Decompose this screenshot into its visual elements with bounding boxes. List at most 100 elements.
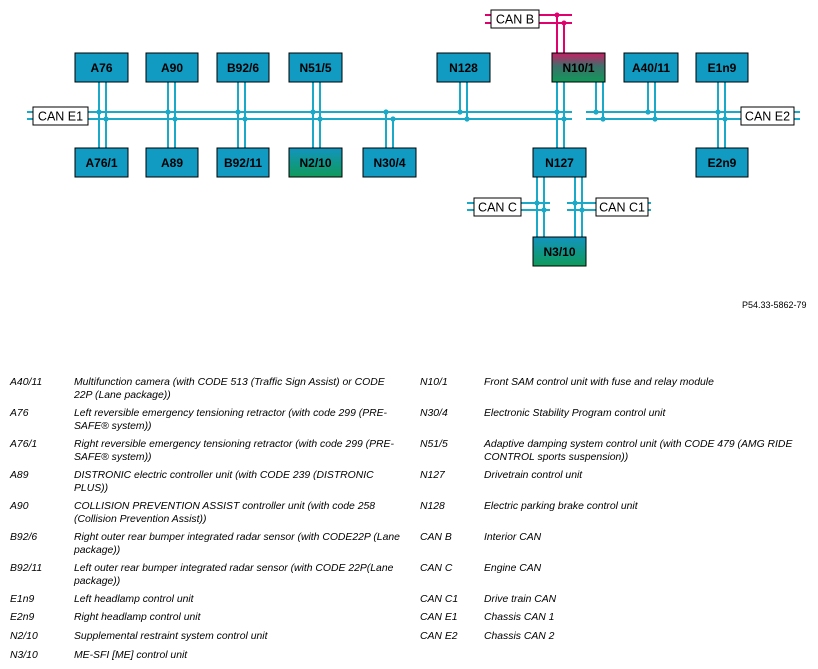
- legend-code: CAN E2: [420, 631, 458, 642]
- legend-row: N3/10 ME-SFI [ME] control unit: [10, 650, 404, 663]
- svg-text:A76: A76: [90, 61, 112, 75]
- legend-description: Supplemental restraint system control un…: [74, 631, 268, 642]
- legend-code: N128: [420, 501, 445, 512]
- svg-text:CAN C: CAN C: [478, 201, 517, 215]
- can-e2-label: CAN E2: [740, 106, 795, 126]
- legend-description: Left reversible emergency tensioning ret…: [74, 408, 388, 432]
- legend-code: N3/10: [10, 650, 38, 661]
- legend-description: Left outer rear bumper integrated radar …: [74, 563, 394, 587]
- legend-description: Chassis CAN 1: [484, 612, 555, 623]
- module-b92-6: B92/6: [216, 52, 270, 83]
- svg-text:N2/10: N2/10: [299, 156, 331, 170]
- legend-row: N127 Drivetrain control unit: [420, 470, 804, 483]
- module-n3-10: N3/10: [532, 236, 587, 267]
- can-e1-bus: [27, 111, 572, 120]
- legend-description: Right headlamp control unit: [74, 612, 201, 623]
- legend-code: A40/11: [10, 377, 43, 388]
- legend-code: N10/1: [420, 377, 448, 388]
- legend-row: CAN C1 Drive train CAN: [420, 594, 804, 607]
- legend-row: CAN E1 Chassis CAN 1: [420, 612, 804, 625]
- svg-text:N127: N127: [545, 156, 574, 170]
- legend-description: Electronic Stability Program control uni…: [484, 408, 666, 419]
- module-a89: A89: [145, 147, 199, 178]
- legend-code: N30/4: [420, 408, 448, 419]
- can-network-diagram: CAN B CAN E1 CAN E2 CAN C CAN C1 A76 A90…: [27, 9, 800, 267]
- module-e1n9: E1n9: [695, 52, 749, 83]
- svg-text:A76/1: A76/1: [85, 156, 117, 170]
- legend-code: A76: [10, 408, 29, 419]
- legend-description: Adaptive damping system control unit (wi…: [484, 439, 793, 463]
- svg-text:CAN E2: CAN E2: [745, 110, 790, 124]
- can-c1-label: CAN C1: [595, 197, 649, 217]
- legend-description: Interior CAN: [484, 532, 542, 543]
- svg-text:A89: A89: [161, 156, 183, 170]
- svg-text:N128: N128: [449, 61, 478, 75]
- legend-description: Electric parking brake control unit: [484, 501, 638, 512]
- legend-code: N127: [420, 470, 445, 481]
- legend-description: Engine CAN: [484, 563, 542, 574]
- legend-code: A90: [10, 501, 29, 512]
- legend-code: CAN C1: [420, 594, 459, 605]
- svg-text:B92/6: B92/6: [227, 61, 259, 75]
- legend-code: B92/11: [10, 563, 43, 574]
- module-e2n9: E2n9: [695, 147, 749, 178]
- svg-text:B92/11: B92/11: [224, 156, 262, 170]
- module-a76: A76: [74, 52, 129, 83]
- svg-text:N10/1: N10/1: [562, 61, 594, 75]
- module-n30-4: N30/4: [362, 147, 417, 178]
- legend-code: B92/6: [10, 532, 38, 543]
- legend-row: N128 Electric parking brake control unit: [420, 501, 804, 514]
- figure-reference: P54.33-5862-79: [742, 300, 807, 310]
- legend-row: E1n9 Left headlamp control unit: [10, 594, 404, 607]
- can-b-label: CAN B: [490, 9, 540, 29]
- legend-row: A76 Left reversible emergency tensioning …: [10, 408, 404, 433]
- module-a90: A90: [145, 52, 199, 83]
- module-n127: N127: [532, 147, 587, 178]
- legend-description: Drivetrain control unit: [484, 470, 583, 481]
- legend-description: Front SAM control unit with fuse and rel…: [484, 377, 714, 388]
- legend-description: Drive train CAN: [484, 594, 557, 605]
- legend-description: Right reversible emergency tensioning re…: [74, 439, 394, 463]
- legend-row: N10/1 Front SAM control unit with fuse an…: [420, 377, 804, 390]
- junction-dots: [96, 109, 728, 213]
- module-n128: N128: [436, 52, 491, 83]
- svg-text:CAN E1: CAN E1: [38, 110, 83, 124]
- module-n10-1: N10/1: [551, 52, 606, 83]
- legend-code: CAN C: [420, 563, 453, 574]
- legend-description: COLLISION PREVENTION ASSIST controller u…: [74, 501, 376, 525]
- legend-code: A89: [10, 470, 29, 481]
- legend-code: CAN E1: [420, 612, 458, 623]
- legend-description: ME-SFI [ME] control unit: [74, 650, 188, 661]
- legend-code: A76/1: [10, 439, 38, 450]
- svg-text:CAN C1: CAN C1: [599, 201, 645, 215]
- legend-row: N51/5 Adaptive damping system control uni…: [420, 439, 804, 464]
- legend-code: E1n9: [10, 594, 35, 605]
- module-b92-11: B92/11: [216, 147, 270, 178]
- legend-row: A76/1 Right reversible emergency tensioni…: [10, 439, 404, 464]
- module-n51-5: N51/5: [288, 52, 343, 83]
- legend-row: B92/6 Right outer rear bumper integrated …: [10, 532, 404, 557]
- legend-row: CAN B Interior CAN: [420, 532, 804, 545]
- module-a76-1: A76/1: [74, 147, 129, 178]
- can-e1-label: CAN E1: [32, 106, 89, 126]
- legend-row: E2n9 Right headlamp control unit: [10, 612, 404, 625]
- legend-code: E2n9: [10, 612, 35, 623]
- svg-text:A40/11: A40/11: [632, 61, 670, 75]
- legend-row: A90 COLLISION PREVENTION ASSIST controlle…: [10, 501, 404, 526]
- legend-description: Multifunction camera (with CODE 513 (Tra…: [74, 377, 385, 401]
- module-n2-10: N2/10: [288, 147, 343, 178]
- svg-text:E2n9: E2n9: [708, 156, 737, 170]
- legend-row: A40/11 Multifunction camera (with CODE 51…: [10, 377, 404, 402]
- legend-description: Left headlamp control unit: [74, 594, 194, 605]
- svg-text:A90: A90: [161, 61, 183, 75]
- svg-text:N30/4: N30/4: [373, 156, 405, 170]
- legend-description: Right outer rear bumper integrated radar…: [74, 532, 400, 556]
- legend-description: DISTRONIC electric controller unit (with…: [74, 470, 374, 494]
- legend-description: Chassis CAN 2: [484, 631, 555, 642]
- svg-text:E1n9: E1n9: [708, 61, 737, 75]
- legend-row: CAN E2 Chassis CAN 2: [420, 631, 804, 644]
- legend-code: CAN B: [420, 532, 452, 543]
- legend-code: N51/5: [420, 439, 448, 450]
- legend-row: A89 DISTRONIC electric controller unit (w…: [10, 470, 404, 495]
